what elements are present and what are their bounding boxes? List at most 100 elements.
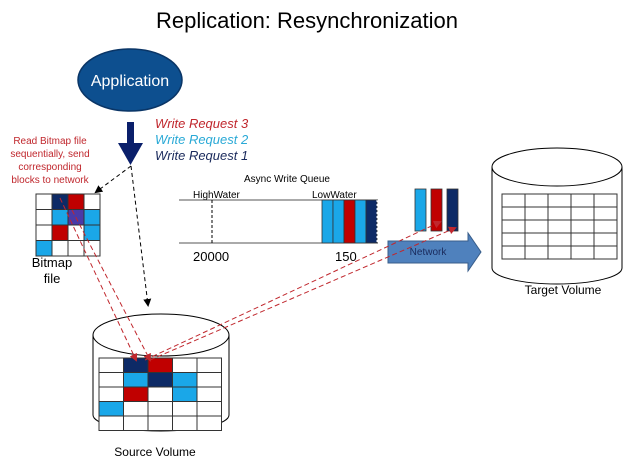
target-cell: [593, 219, 618, 234]
bitmap-cell: [51, 209, 69, 226]
bitmap-cell: [83, 209, 101, 226]
source-cell: [123, 415, 149, 431]
source-cell: [98, 357, 124, 373]
source-cell: [98, 386, 124, 402]
source-cell: [123, 357, 149, 373]
source-cell: [196, 357, 222, 373]
target-cell: [547, 193, 572, 208]
network-label: Network: [410, 247, 448, 258]
source-cell: [147, 357, 173, 373]
source-cell: [123, 401, 149, 417]
source-cell: [147, 415, 173, 431]
source-cell: [98, 415, 124, 431]
network-packets: [414, 188, 459, 232]
source-cell: [98, 401, 124, 417]
queue-block: [321, 199, 334, 244]
flow-bitmap-to-source-1: [59, 197, 138, 362]
queue-blocks: [321, 199, 378, 244]
bitmap-grid: [35, 193, 101, 257]
target-cell: [524, 245, 549, 260]
target-cell: [593, 232, 618, 247]
bitmap-cell: [67, 193, 85, 210]
low-water-value: 150: [335, 249, 357, 264]
network-packet: [414, 188, 427, 232]
write-arrow-icon: [118, 122, 143, 165]
queue-block: [354, 199, 367, 244]
write-request-2: Write Request 2: [155, 132, 249, 147]
network-packet: [430, 188, 443, 232]
source-cell: [196, 415, 222, 431]
flow-source-to-network-1: [144, 220, 442, 361]
target-cell: [570, 245, 595, 260]
source-cell: [196, 372, 222, 388]
dashed-line-to-bitmap: [94, 165, 132, 194]
source-cell: [196, 401, 222, 417]
source-cell: [172, 415, 198, 431]
target-volume: Target Volume: [491, 147, 623, 297]
low-water-label: LowWater: [312, 190, 357, 201]
target-cell: [501, 206, 526, 221]
write-request-3: Write Request 3: [155, 116, 249, 131]
application-label: Application: [91, 73, 169, 90]
source-cell: [172, 386, 198, 402]
source-cell: [172, 401, 198, 417]
dashed-line-to-source: [130, 165, 152, 307]
red-flow-lines: [59, 197, 457, 362]
target-cell: [524, 193, 549, 208]
queue-block: [332, 199, 345, 244]
target-cell: [524, 206, 549, 221]
bitmap-note-line-2: sequentially, send: [10, 149, 89, 160]
source-cell: [123, 386, 149, 402]
target-cell: [524, 232, 549, 247]
target-cell: [547, 206, 572, 221]
bitmap-cell: [51, 224, 69, 241]
queue-block: [343, 199, 356, 244]
source-cell: [196, 386, 222, 402]
async-write-queue: Async Write Queue HighWater LowWater 200…: [179, 174, 378, 264]
source-cell: [98, 372, 124, 388]
bitmap-note-line-1: Read Bitmap file: [13, 136, 87, 147]
target-cell: [547, 245, 572, 260]
source-volume-label: Source Volume: [114, 445, 196, 459]
flow-source-to-network-2: [149, 226, 457, 361]
source-volume: Source Volume: [92, 313, 230, 459]
bitmap-note-line-4: blocks to network: [11, 175, 89, 186]
target-grid: [501, 193, 618, 260]
source-cell: [147, 372, 173, 388]
target-cell: [547, 232, 572, 247]
bitmap-cell: [67, 224, 85, 241]
write-requests: Write Request 3 Write Request 2 Write Re…: [155, 116, 249, 163]
source-cell: [147, 401, 173, 417]
target-cell: [501, 245, 526, 260]
bitmap-cell: [67, 240, 85, 257]
target-volume-label: Target Volume: [525, 283, 602, 297]
target-cell: [570, 219, 595, 234]
bitmap-cell: [35, 224, 53, 241]
high-water-label: HighWater: [193, 190, 241, 201]
bitmap-note: Read Bitmap file sequentially, send corr…: [10, 136, 89, 186]
write-request-1: Write Request 1: [155, 148, 248, 163]
bitmap-cell: [83, 224, 101, 241]
bitmap-label-line-1: Bitmap: [32, 255, 72, 270]
target-cell: [593, 245, 618, 260]
high-water-value: 20000: [193, 249, 229, 264]
bitmap-note-line-3: corresponding: [18, 162, 81, 173]
bitmap-cell: [35, 209, 53, 226]
target-cell: [570, 193, 595, 208]
target-cell: [593, 193, 618, 208]
target-cell: [570, 206, 595, 221]
bitmap-label-line-2: file: [44, 271, 61, 286]
queue-block: [365, 199, 378, 244]
queue-title: Async Write Queue: [244, 174, 330, 185]
network-arrow: Network: [387, 231, 482, 273]
target-cell: [524, 219, 549, 234]
bitmap-cell: [51, 240, 69, 257]
network-packet: [446, 188, 459, 232]
target-cell: [501, 219, 526, 234]
bitmap-cell: [35, 193, 53, 210]
source-cell: [172, 372, 198, 388]
target-cell: [501, 232, 526, 247]
bitmap-cell: [35, 240, 53, 257]
source-cell: [172, 357, 198, 373]
